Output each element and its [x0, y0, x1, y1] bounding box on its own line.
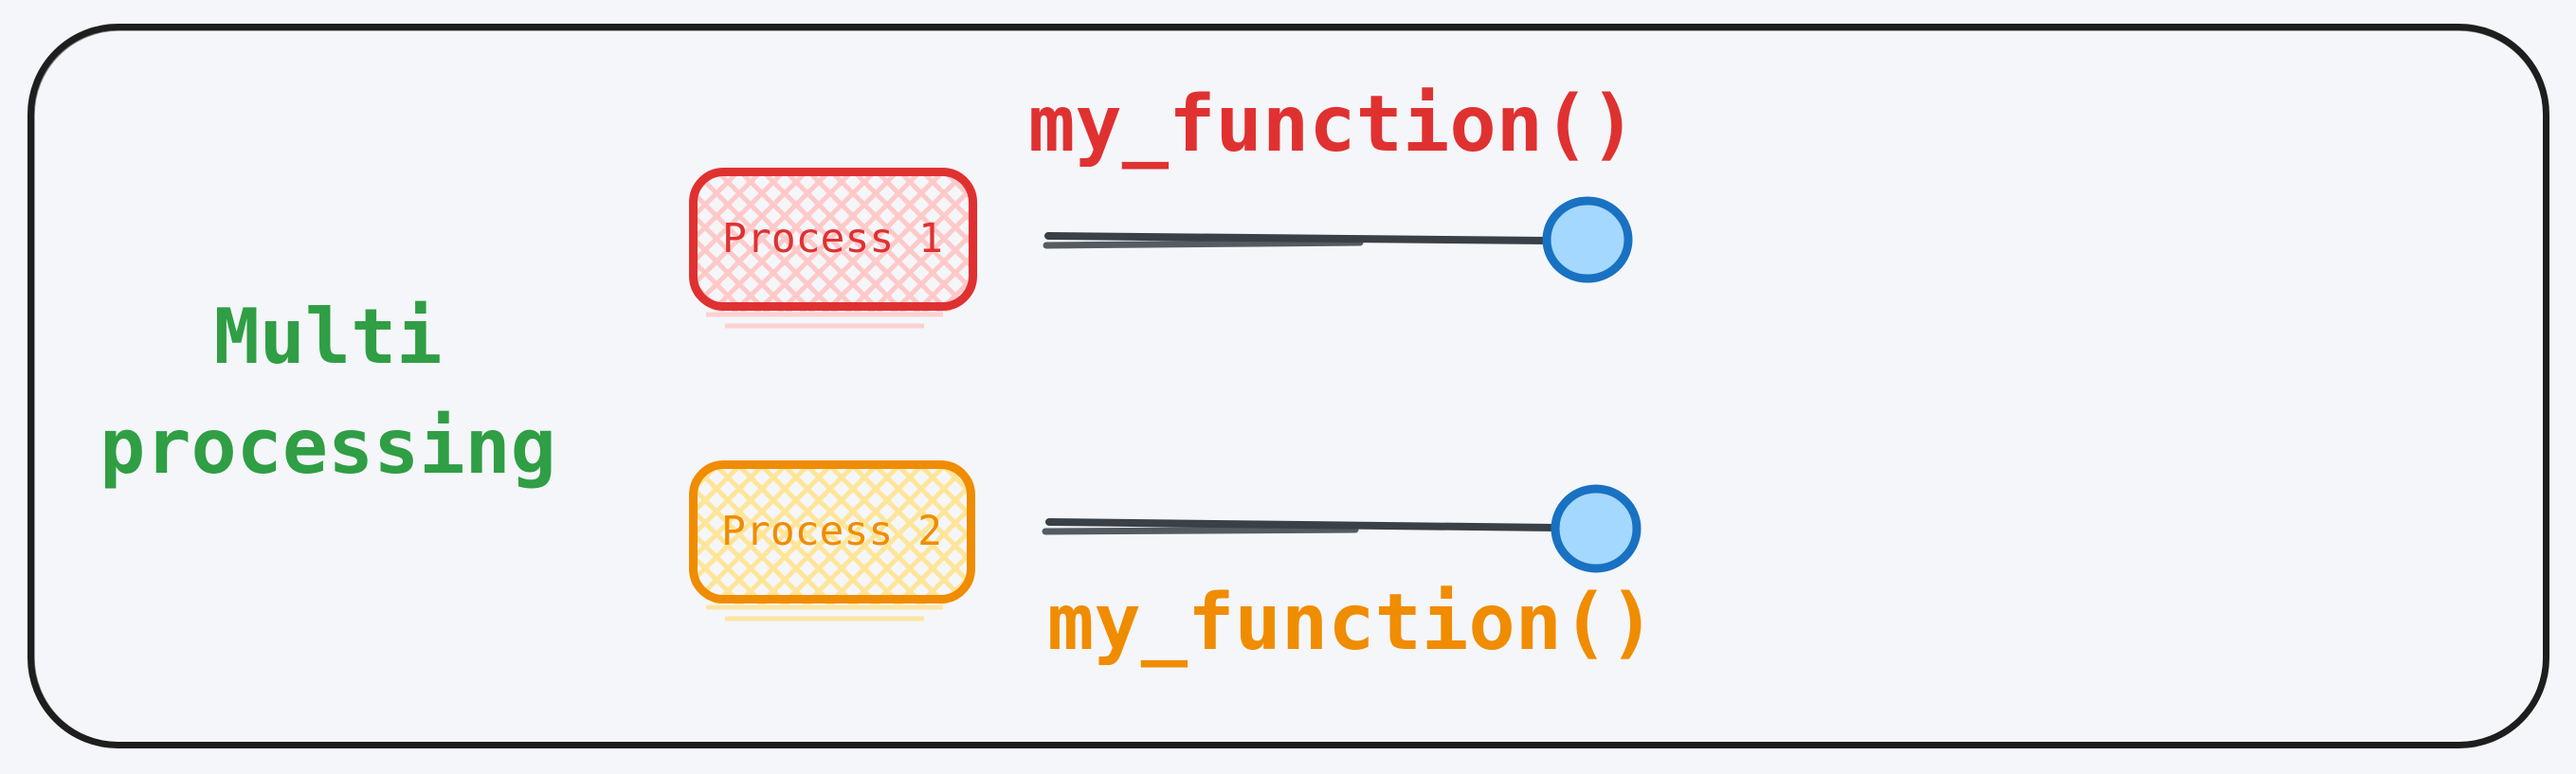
- timeline-2-sketch-line: [1042, 526, 1359, 535]
- process-1-hatch-overflow: [706, 312, 943, 329]
- timeline-1-line: [1044, 232, 1551, 244]
- process-2-box-fill: [695, 466, 970, 604]
- process-1-box-fill: [695, 173, 971, 312]
- process-1-function-label: my_function(): [1028, 80, 1637, 170]
- outer-frame: [27, 24, 2549, 748]
- timeline-2-line: [1045, 518, 1559, 531]
- timeline-1-endpoint-circle: [1542, 196, 1633, 283]
- timeline-1: [1043, 196, 1633, 283]
- process-1-label: Process 1: [722, 214, 943, 262]
- timeline-1-sketch-line: [1043, 239, 1364, 249]
- outer-frame-sketch-stroke: [32, 28, 2546, 745]
- process-2-label: Process 2: [721, 507, 942, 555]
- process-2-box-border: [689, 460, 975, 603]
- process-1-box-border: [689, 168, 977, 311]
- process-2-hatch-overflow: [706, 604, 943, 621]
- diagram-title-line-1: Multi: [213, 293, 443, 381]
- diagram-title: Multi processing: [44, 282, 612, 502]
- process-1-box: [689, 168, 977, 329]
- timeline-2-endpoint-circle: [1551, 484, 1642, 573]
- diagram-title-line-2: processing: [100, 403, 556, 491]
- process-2-function-label: my_function(): [1047, 578, 1656, 668]
- timeline-2: [1042, 484, 1642, 573]
- process-2-box: [689, 460, 975, 621]
